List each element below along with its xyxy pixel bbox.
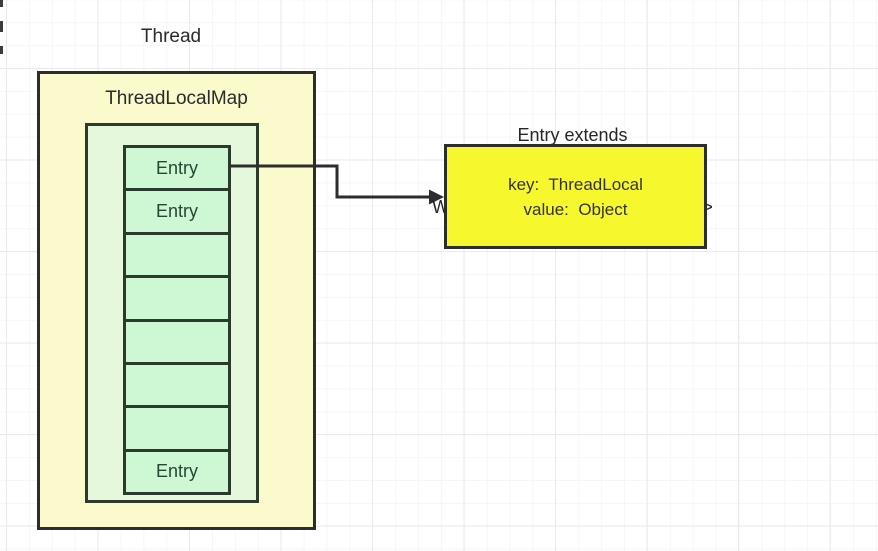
entry-cell (126, 318, 228, 362)
threadlocalmap-label: ThreadLocalMap (105, 88, 248, 109)
thread-label: Thread (140, 26, 202, 47)
edge-artifact (0, 46, 3, 54)
threadlocalmap-table-box: Entry Entry Entry (85, 123, 259, 503)
thread-box: ThreadLocalMap Entry Entry Entry (37, 71, 316, 530)
caption-line-1: Entry extends (517, 125, 628, 145)
entry-value-line: value: Object (523, 199, 628, 219)
entry-cell: Entry (155, 157, 198, 178)
edge-artifact (0, 0, 3, 7)
entry-cell (126, 231, 228, 275)
entry-cell: Entry (126, 448, 228, 492)
entry-cell: Entry (126, 188, 228, 231)
entry-cell (126, 275, 228, 318)
entry-cell (126, 405, 228, 448)
entry-cell (126, 361, 228, 405)
entry-key-line: key: ThreadLocal (508, 174, 643, 194)
entry-table: Entry Entry Entry (123, 145, 231, 495)
edge-artifact (0, 21, 3, 32)
entry-detail-box: key: ThreadLocal value: Object (444, 144, 707, 249)
